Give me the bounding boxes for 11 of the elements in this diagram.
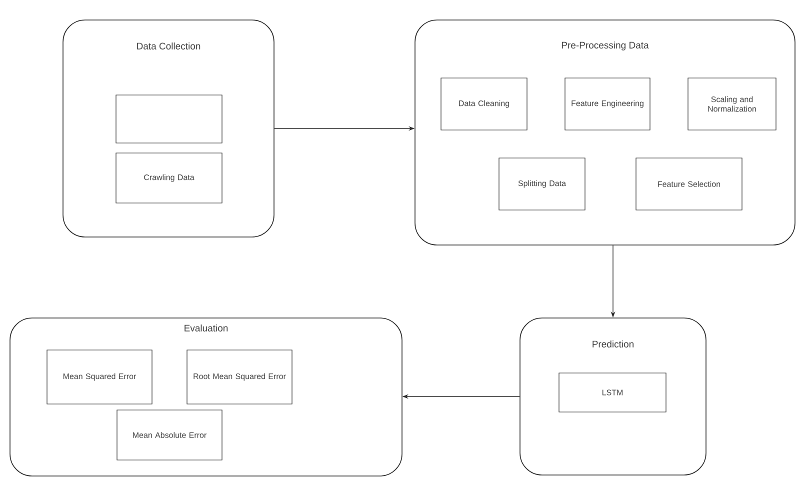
process-box: LSTM (558, 372, 666, 412)
process-box: Scaling and Normalization (688, 78, 776, 130)
process-box: Splitting Data (498, 158, 586, 210)
process-box: Feature Engineering (564, 78, 650, 130)
process-box: Mean Absolute Error (116, 410, 222, 460)
process-box: Crawling Data (116, 152, 222, 204)
process-box (116, 94, 222, 144)
process-box: Root Mean Squared Error (186, 350, 292, 404)
process-box: Mean Squared Error (46, 350, 152, 404)
process-box: Feature Selection (636, 158, 742, 210)
process-box: Data Cleaning (440, 78, 528, 130)
